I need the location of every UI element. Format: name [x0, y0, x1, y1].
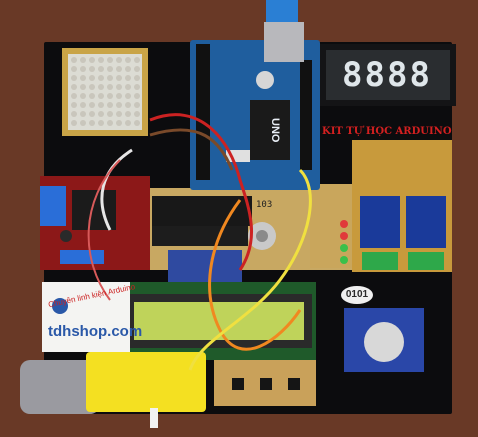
gearbox [86, 352, 206, 412]
motor-driver-heatsink [72, 190, 116, 230]
ic-chip [152, 226, 248, 246]
led-red-1 [340, 220, 348, 228]
tag-sticker [341, 286, 373, 304]
push-button-1 [232, 378, 244, 390]
led-matrix-dots [71, 57, 140, 126]
arduino-uno-label: UNO [269, 118, 281, 143]
arduino-header-right [300, 60, 312, 170]
potentiometer-label: 103 [256, 200, 273, 210]
arduino-capacitor [256, 71, 274, 89]
relay-1 [360, 196, 400, 248]
motor-terminal-bottom [60, 250, 104, 264]
wire-pink [87, 159, 121, 301]
push-button-2 [260, 378, 272, 390]
relay-terminal-2 [408, 252, 444, 270]
seven-segment-window [326, 50, 450, 100]
led-green-1 [340, 244, 348, 252]
wire-yellow [188, 168, 312, 371]
arduino-header-left [196, 44, 210, 180]
wire-white [100, 148, 133, 231]
potentiometer-knob [256, 230, 268, 242]
wire-orange [208, 199, 302, 351]
atmega-chip [250, 100, 290, 160]
led-green-2 [340, 256, 348, 264]
tag-number: 0101 [345, 289, 369, 300]
logo-sticker [42, 282, 130, 352]
usb-connector [264, 22, 304, 62]
header-block [152, 196, 252, 226]
relay-terminal-1 [362, 252, 398, 270]
led-matrix [68, 54, 142, 130]
motor-terminal-left [40, 186, 66, 226]
logo-brand: tdhshop.com [48, 323, 143, 340]
wire-brown [149, 128, 234, 171]
motor-shaft [150, 408, 158, 428]
relay-2 [406, 196, 446, 248]
wire-red [149, 113, 254, 271]
motor-body [20, 360, 100, 414]
kit-label: KIT TỰ HỌC ARDUINO [322, 126, 452, 137]
seven-segment-digits: 8888 [342, 55, 432, 95]
motor-driver-capacitor [60, 230, 72, 242]
rtc-battery [364, 322, 404, 362]
led-red-2 [340, 232, 348, 240]
push-button-3 [288, 378, 300, 390]
lcd-screen [134, 302, 304, 340]
logo-gear-icon [52, 298, 68, 314]
